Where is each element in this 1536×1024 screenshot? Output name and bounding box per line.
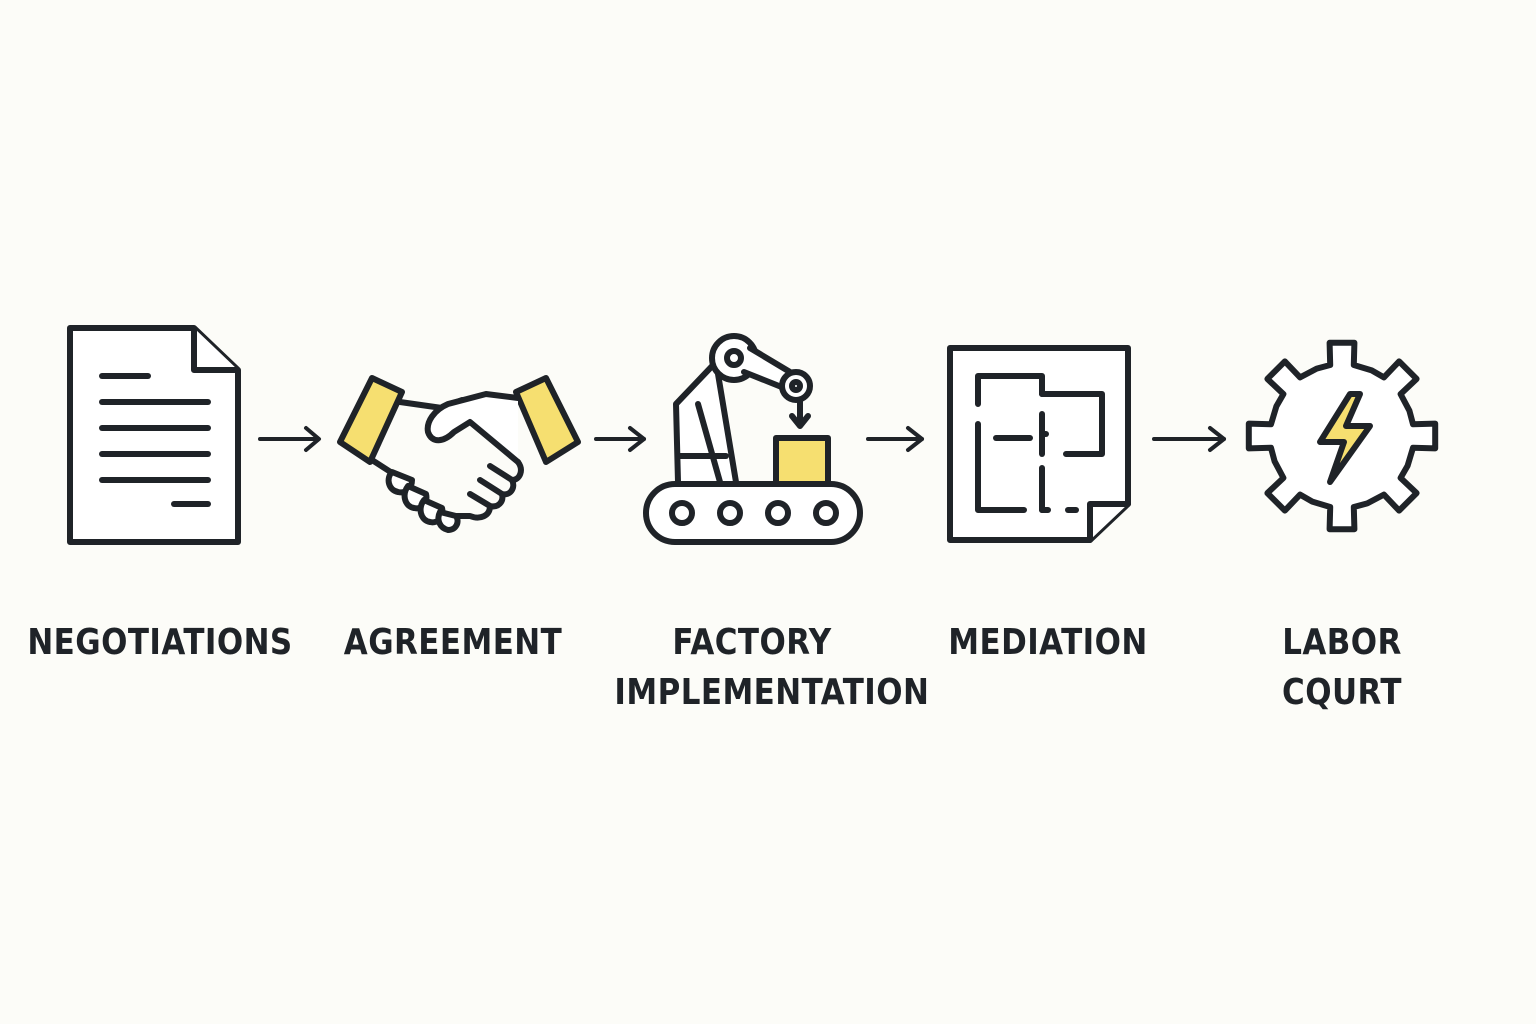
arrow-right-icon — [594, 424, 660, 454]
step-label-labor-court: LABOR CQURT — [1282, 622, 1402, 713]
robot-arm-conveyor-icon — [640, 332, 870, 552]
step-label-mediation: MEDIATION — [948, 622, 1148, 663]
floor-plan-icon — [946, 344, 1134, 546]
step-label-agreement: AGREEMENT — [343, 622, 563, 663]
step-label-factory-implementation: FACTORY IMPLEMENTATION — [614, 622, 930, 713]
document-icon — [66, 322, 246, 552]
arrow-right-icon — [866, 424, 932, 454]
handshake-icon — [330, 370, 586, 540]
arrow-right-icon — [258, 424, 324, 454]
gear-lightning-icon — [1245, 338, 1446, 538]
step-label-negotiations: NEGOTIATIONS — [27, 622, 293, 663]
arrow-right-icon — [1152, 424, 1232, 454]
